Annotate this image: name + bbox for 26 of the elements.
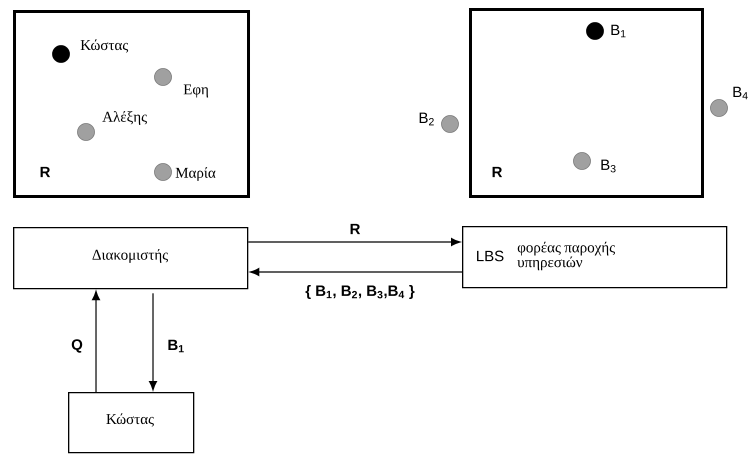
dot	[154, 163, 172, 181]
edge-label: B$_{1}$	[166, 338, 186, 354]
edge-label: { B$_{1}$, B$_{2}$, B$_{3}$,B$_{4}$ }	[304, 284, 416, 300]
dot	[154, 68, 172, 86]
arrow	[92, 290, 100, 392]
dot-label: B$_{1}$	[611, 24, 626, 38]
dot-label: Εφη	[184, 84, 208, 98]
user-box: Κώστας	[68, 392, 194, 454]
dot	[710, 99, 728, 117]
dot-label: B$_{2}$	[420, 112, 434, 126]
dot-label: B$_{3}$	[601, 160, 616, 172]
dot	[586, 22, 604, 40]
edge-label: R	[348, 222, 362, 236]
arrow	[248, 238, 460, 246]
dot	[441, 115, 459, 133]
dot-label: Κώστας	[80, 39, 128, 53]
dot-label: Αλέξης	[102, 111, 147, 125]
arrow	[250, 268, 462, 276]
dot	[52, 45, 70, 63]
dot	[77, 123, 95, 141]
edge-label: Q	[70, 338, 84, 354]
dot	[573, 152, 591, 170]
arrow	[149, 293, 158, 390]
server-box: Διακομιστής	[13, 227, 248, 290]
dot-label: B$_{4}$	[733, 86, 748, 100]
dot-label: Μαρία	[176, 167, 216, 181]
